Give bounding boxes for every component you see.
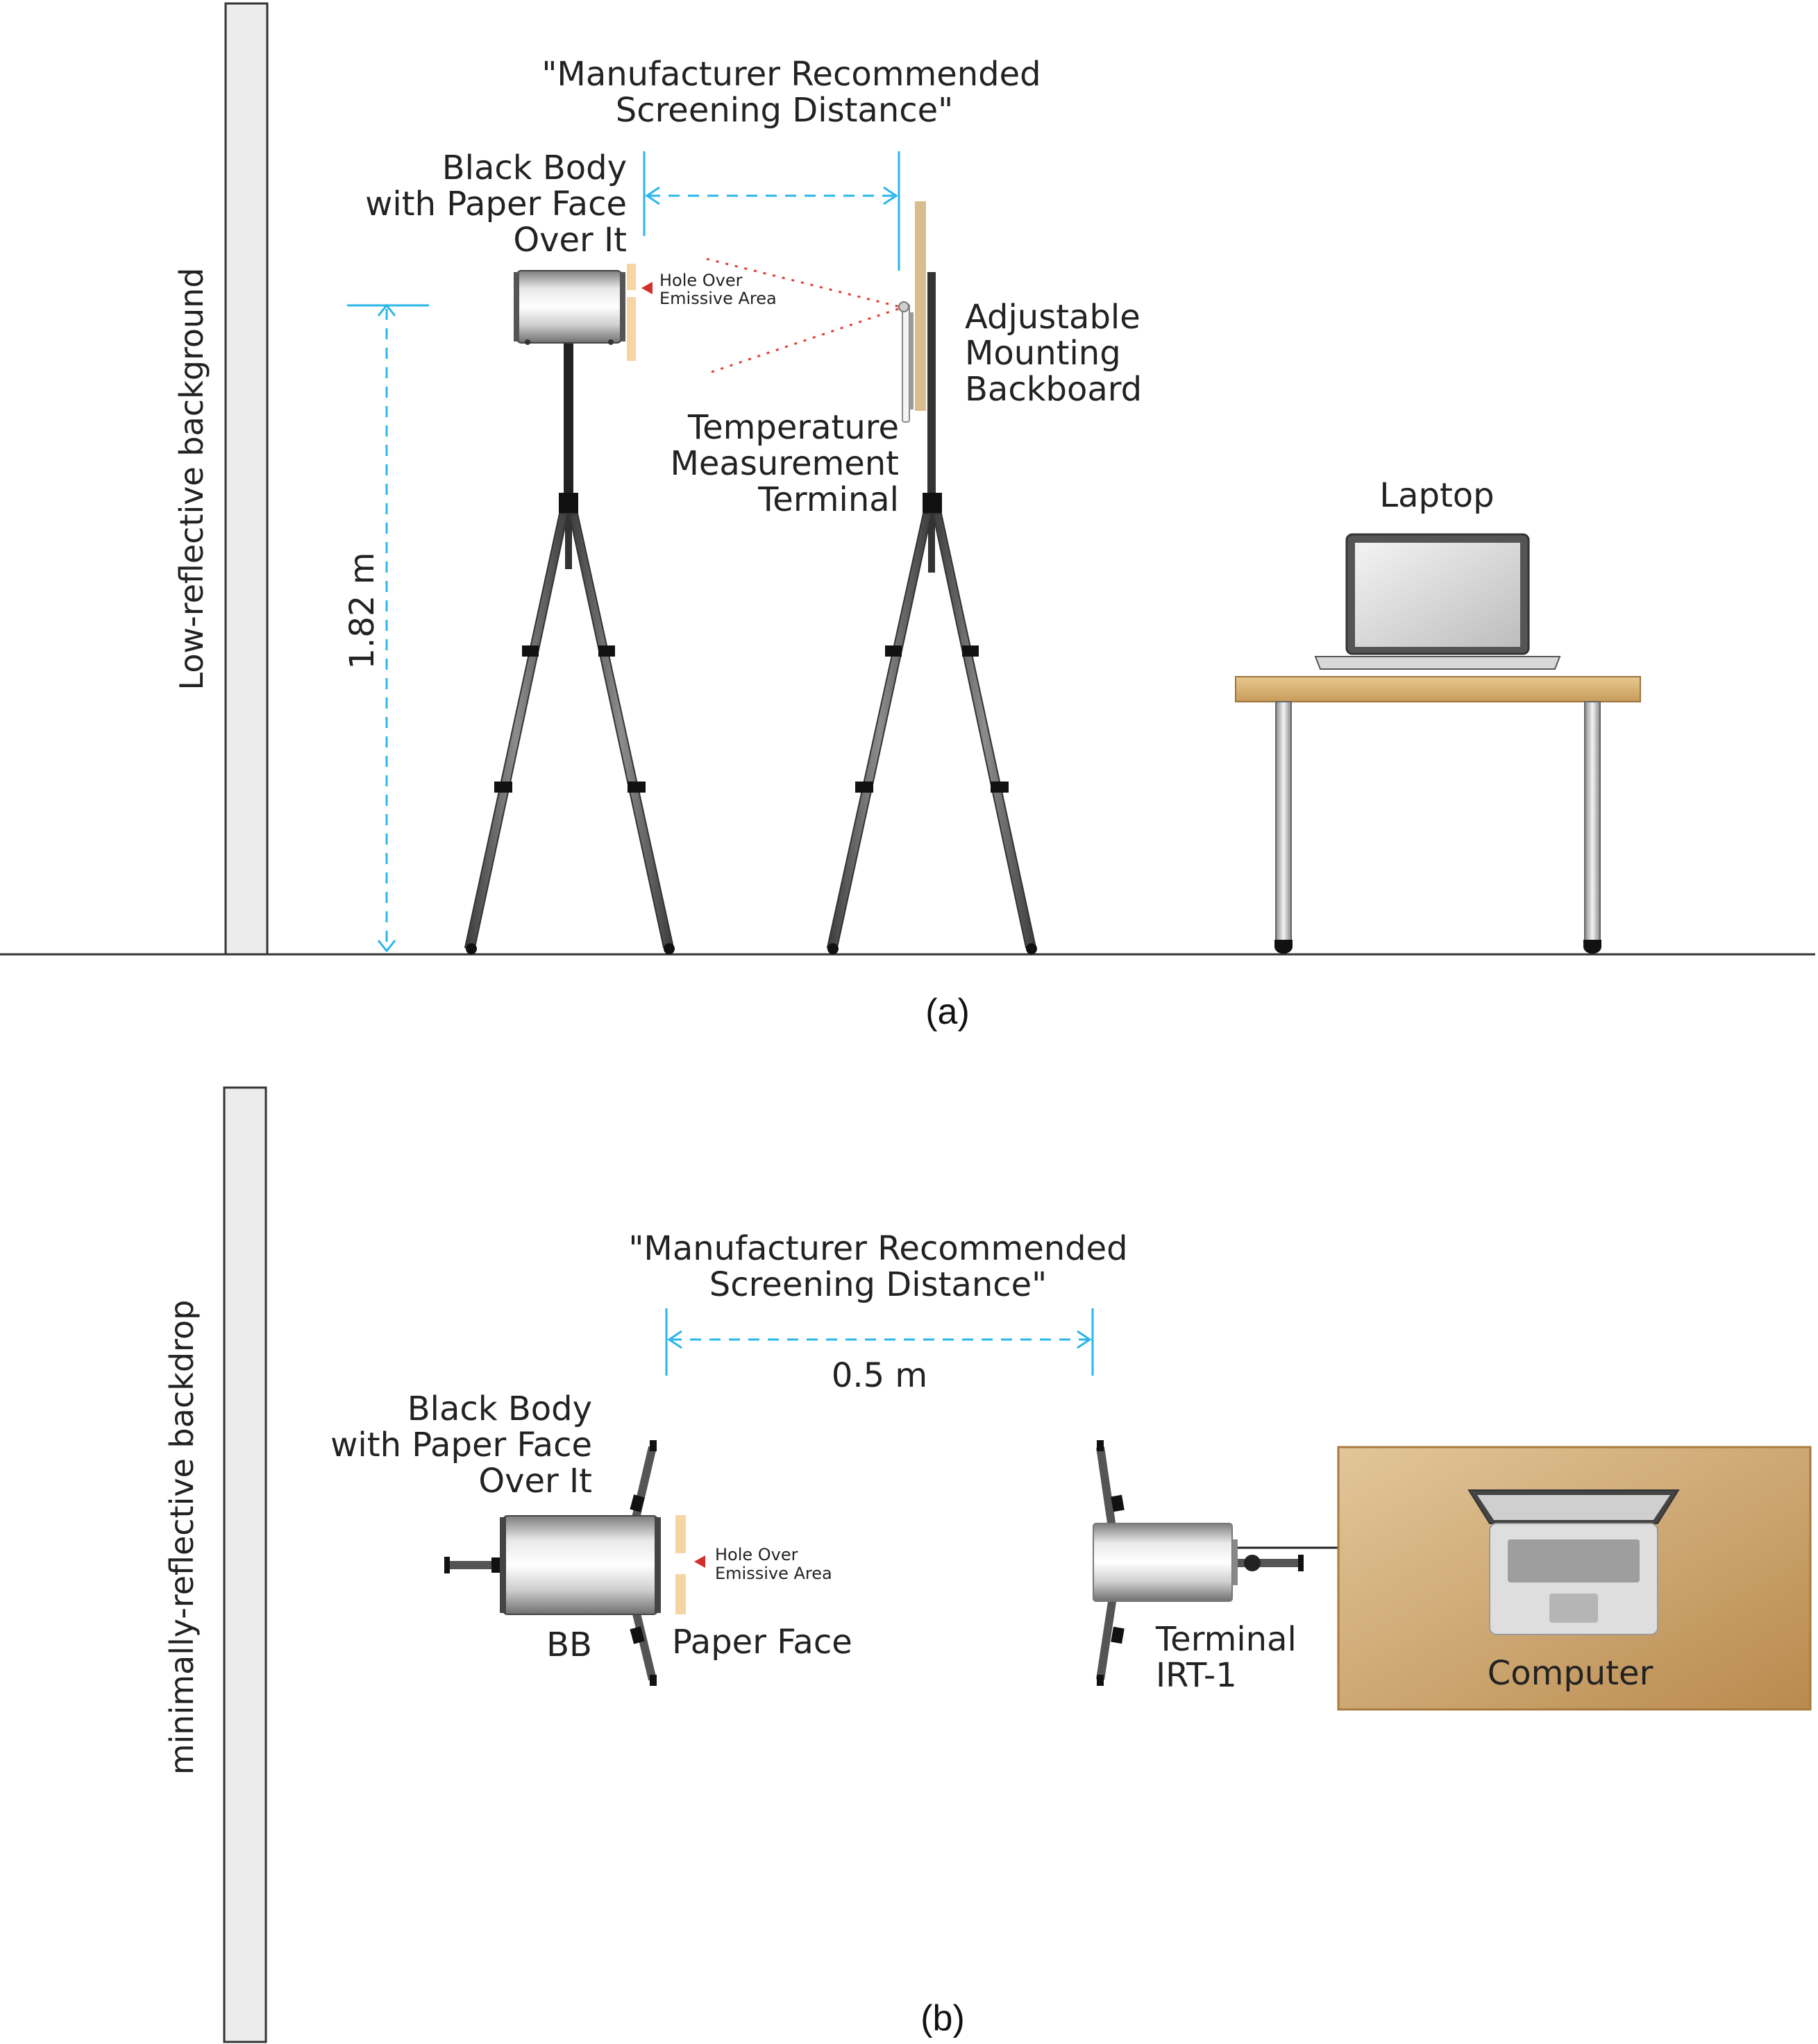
panel-b: minimally-reflective backdrop "Manufactu… [163, 1086, 1812, 2043]
distance-title-b-line2: Screening Distance" [709, 1265, 1047, 1304]
hole-label-a-1: Hole Over [659, 271, 743, 290]
paper-face-label: Paper Face [672, 1623, 852, 1662]
minimally-reflective-wall [223, 1086, 267, 2043]
terminal-label-a-1: Temperature [687, 408, 899, 447]
terminal-label-b-2: IRT-1 [1156, 1656, 1237, 1695]
caption-b: (b) [920, 1998, 965, 2038]
low-reflective-wall [224, 2, 269, 956]
panel-a: Low-reflective background "Manufacturer … [0, 2, 1815, 1032]
blackbody-tripod [464, 340, 675, 954]
mounting-backboard [915, 201, 926, 411]
blackbody-label-b-2: with Paper Face [330, 1426, 592, 1464]
blackbody-unit-a [514, 270, 625, 345]
backboard-label-2: Mounting [965, 334, 1121, 373]
field-of-view-lines [706, 257, 903, 373]
distance-title-a-line1: "Manufacturer Recommended [541, 55, 1041, 94]
terminal-label-a-2: Measurement [670, 444, 899, 483]
height-dimension [347, 303, 429, 953]
paper-face-top-b [675, 1515, 686, 1553]
computer-label: Computer [1488, 1654, 1653, 1693]
temperature-terminal-a [898, 301, 914, 423]
blackbody-unit-b [500, 1515, 661, 1615]
hole-label-b-2: Emissive Area [715, 1564, 832, 1583]
terminal-tripod [826, 272, 1037, 954]
distance-value-b: 0.5 m [832, 1356, 927, 1395]
laptop-label: Laptop [1379, 476, 1494, 515]
table [1235, 676, 1641, 954]
backboard-label-3: Backboard [965, 370, 1142, 409]
blackbody-label-b-1: Black Body [407, 1390, 592, 1428]
hole-marker-b [694, 1555, 705, 1568]
caption-a: (a) [925, 992, 970, 1032]
bb-label: BB [546, 1625, 592, 1664]
hole-label-a-2: Emissive Area [659, 289, 777, 308]
wall-label-a: Low-reflective background [173, 268, 210, 691]
paper-face-bottom-b [675, 1574, 686, 1614]
backboard-label-1: Adjustable [965, 298, 1141, 337]
height-label: 1.82 m [343, 552, 382, 670]
hole-label-b-1: Hole Over [715, 1545, 798, 1564]
computer-icon [1467, 1489, 1680, 1635]
blackbody-label-a-2: with Paper Face [365, 185, 627, 223]
terminal-label-a-3: Terminal [757, 480, 899, 519]
terminal-unit-b [1093, 1523, 1238, 1602]
distance-title-b-line1: "Manufacturer Recommended [628, 1229, 1127, 1268]
distance-title-a-line2: Screening Distance" [616, 91, 953, 130]
distance-dimension-a [643, 151, 900, 271]
hole-marker-a [641, 282, 653, 294]
blackbody-label-a-1: Black Body [442, 149, 627, 187]
blackbody-label-a-3: Over It [513, 221, 627, 260]
distance-dimension-b [665, 1308, 1094, 1376]
blackbody-label-b-3: Over It [478, 1462, 592, 1501]
terminal-label-b-1: Terminal [1155, 1620, 1297, 1659]
laptop-icon [1314, 533, 1561, 670]
paper-face-top-a [627, 264, 636, 290]
wall-label-b: minimally-reflective backdrop [163, 1300, 201, 1775]
paper-face-bottom-a [627, 297, 636, 361]
